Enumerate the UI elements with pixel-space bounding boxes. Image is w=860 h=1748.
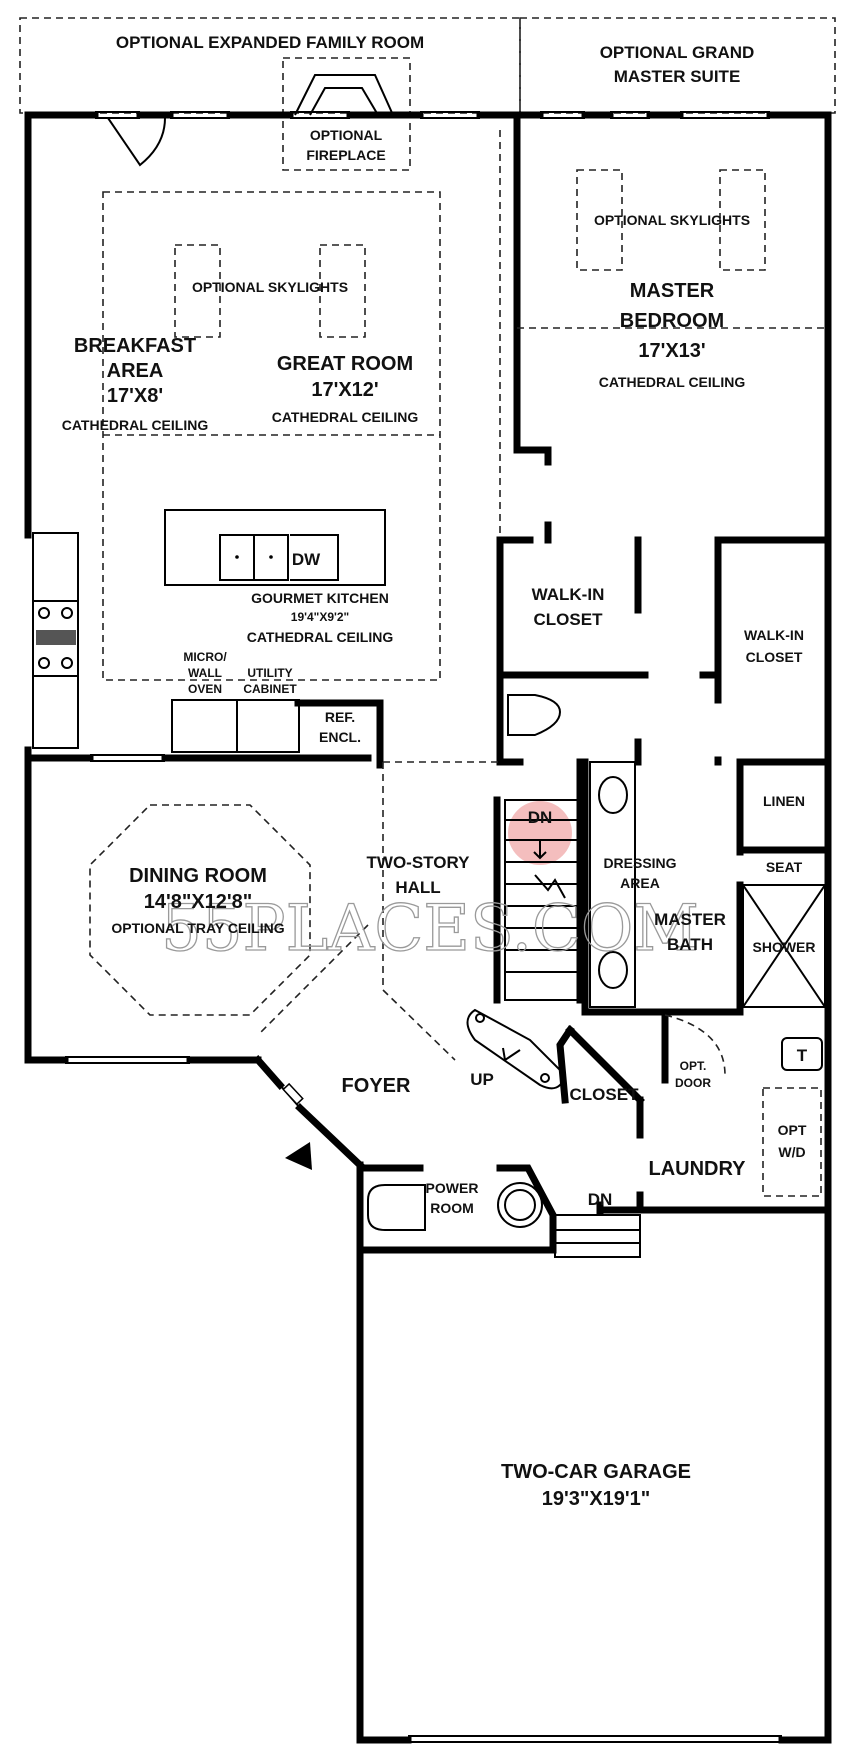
foyer-label: FOYER <box>342 1075 411 1097</box>
dining-label: DINING ROOM <box>129 865 267 887</box>
shower-label: SHOWER <box>753 939 816 955</box>
kitchen-ceiling: CATHEDRAL CEILING <box>247 629 394 645</box>
bath-fixtures <box>367 694 826 1231</box>
fireplace-label-2: FIREPLACE <box>306 147 385 163</box>
toilet-t-label: T <box>797 1046 808 1065</box>
dishwasher-label: DW <box>292 550 321 569</box>
great-room-ceiling: CATHEDRAL CEILING <box>272 409 419 425</box>
ref-label-2: ENCL. <box>319 729 361 745</box>
walkin-left-label-1: WALK-IN <box>532 585 605 604</box>
closet-label: CLOSET <box>570 1085 640 1104</box>
walls <box>24 111 832 1744</box>
hall-label-2: HALL <box>395 878 440 897</box>
breakfast-dim: 17'X8' <box>107 385 163 407</box>
garage-label: TWO-CAR GARAGE <box>501 1461 691 1483</box>
breakfast-label-2: AREA <box>107 360 164 382</box>
garage-dn-label: DN <box>588 1190 613 1209</box>
optional-family-room-label: OPTIONAL EXPANDED FAMILY ROOM <box>116 33 424 52</box>
master-bedroom-ceiling: CATHEDRAL CEILING <box>599 374 746 390</box>
walkin-left-label-2: CLOSET <box>534 610 604 629</box>
master-bedroom-label-2: BEDROOM <box>620 310 724 332</box>
dressing-label-2: AREA <box>620 875 660 891</box>
master-bath-label-1: MASTER <box>654 910 726 929</box>
staircase <box>466 758 584 1090</box>
kitchen-fixtures <box>32 117 386 753</box>
ref-label-1: REF. <box>325 709 355 725</box>
stair-highlight <box>508 801 572 865</box>
walkin-right-label-2: CLOSET <box>746 649 803 665</box>
utility-label-2: CABINET <box>243 682 297 696</box>
dressing-label-1: DRESSING <box>603 855 676 871</box>
opt-door-label-2: DOOR <box>675 1076 711 1090</box>
power-room-label-2: ROOM <box>430 1200 474 1216</box>
utility-label-1: UTILITY <box>247 666 292 680</box>
skylights-left-label: OPTIONAL SKYLIGHTS <box>192 279 348 295</box>
linen-label: LINEN <box>763 793 805 809</box>
fireplace-label-1: OPTIONAL <box>310 127 383 143</box>
garage-dim: 19'3"X19'1" <box>542 1488 651 1510</box>
master-bath-label-2: BATH <box>667 935 713 954</box>
seat-label: SEAT <box>766 859 803 875</box>
opt-door-label-1: OPT. <box>680 1059 707 1073</box>
micro-label-1: MICRO/ <box>183 650 227 664</box>
dashed-outlines <box>89 130 828 1197</box>
great-room-dim: 17'X12' <box>311 379 378 401</box>
watermark: 55PLACES.COM <box>161 892 699 966</box>
breakfast-ceiling: CATHEDRAL CEILING <box>62 417 209 433</box>
power-room-label-1: POWER <box>426 1180 479 1196</box>
skylights-right-label: OPTIONAL SKYLIGHTS <box>594 212 750 228</box>
opt-wd-label-1: OPT <box>778 1122 807 1138</box>
kitchen-dim: 19'4"X9'2" <box>291 610 349 624</box>
breakfast-label-1: BREAKFAST <box>74 335 196 357</box>
micro-label-2: WALL <box>188 666 222 680</box>
kitchen-label: GOURMET KITCHEN <box>251 590 389 606</box>
walkin-right-label-1: WALK-IN <box>744 627 804 643</box>
stair-dn-label: DN <box>528 808 553 827</box>
room-labels: OPTIONAL EXPANDED FAMILY ROOM OPTIONAL G… <box>62 33 816 1510</box>
laundry-label: LAUNDRY <box>648 1158 746 1180</box>
optional-master-suite-label-2: MASTER SUITE <box>614 67 741 86</box>
dining-dim: 14'8"X12'8" <box>144 891 253 913</box>
master-bedroom-dim: 17'X13' <box>638 340 705 362</box>
master-bedroom-label-1: MASTER <box>630 280 715 302</box>
optional-master-suite-label-1: OPTIONAL GRAND <box>600 43 755 62</box>
great-room-label: GREAT ROOM <box>277 353 413 375</box>
micro-label-3: OVEN <box>188 682 222 696</box>
hall-label-1: TWO-STORY <box>367 853 471 872</box>
dining-ceiling: OPTIONAL TRAY CEILING <box>111 920 284 936</box>
entry-arrow-icon <box>285 1142 312 1170</box>
up-label: UP <box>470 1070 494 1089</box>
opt-wd-label-2: W/D <box>778 1144 805 1160</box>
